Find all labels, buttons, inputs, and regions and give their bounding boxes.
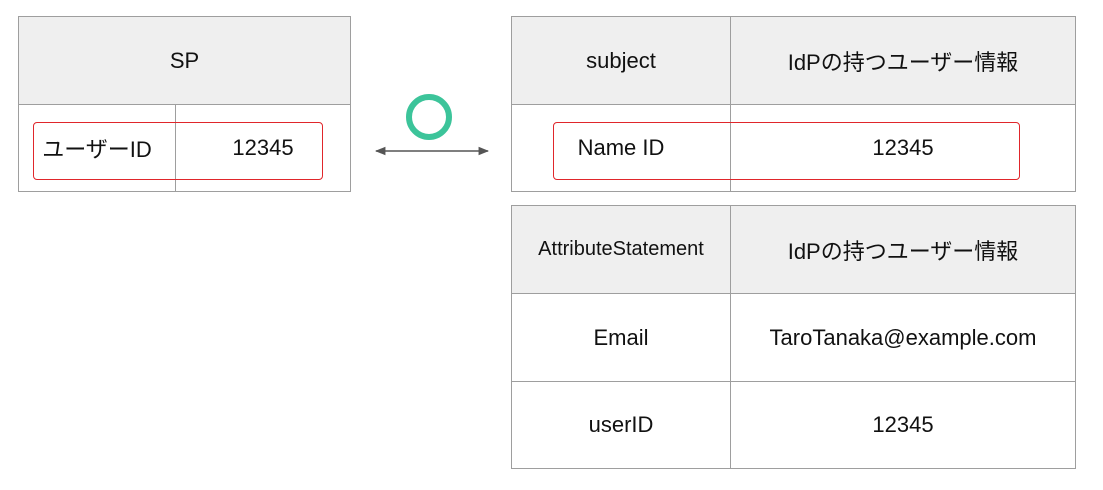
user-id-value: 12345 [730,381,1075,468]
name-id-value: 12345 [730,104,1075,191]
attribute-statement-header: AttributeStatement [512,206,730,293]
email-label: Email [512,293,730,381]
sp-header: SP [19,17,350,104]
user-id-label: userID [512,381,730,468]
subject-table: subject IdPの持つユーザー情報 Name ID 12345 [511,16,1076,192]
sp-user-id-label: ユーザーID [19,104,175,191]
name-id-label: Name ID [512,104,730,191]
subject-header: subject [512,17,730,104]
email-value: TaroTanaka@example.com [730,293,1075,381]
match-circle-icon [406,94,452,140]
sp-table: SP ユーザーID 12345 [18,16,351,192]
attribute-idp-info-header: IdPの持つユーザー情報 [730,206,1075,293]
sp-user-id-value: 12345 [175,104,350,191]
attribute-statement-table: AttributeStatement IdPの持つユーザー情報 Email Ta… [511,205,1076,469]
subject-idp-info-header: IdPの持つユーザー情報 [730,17,1075,104]
